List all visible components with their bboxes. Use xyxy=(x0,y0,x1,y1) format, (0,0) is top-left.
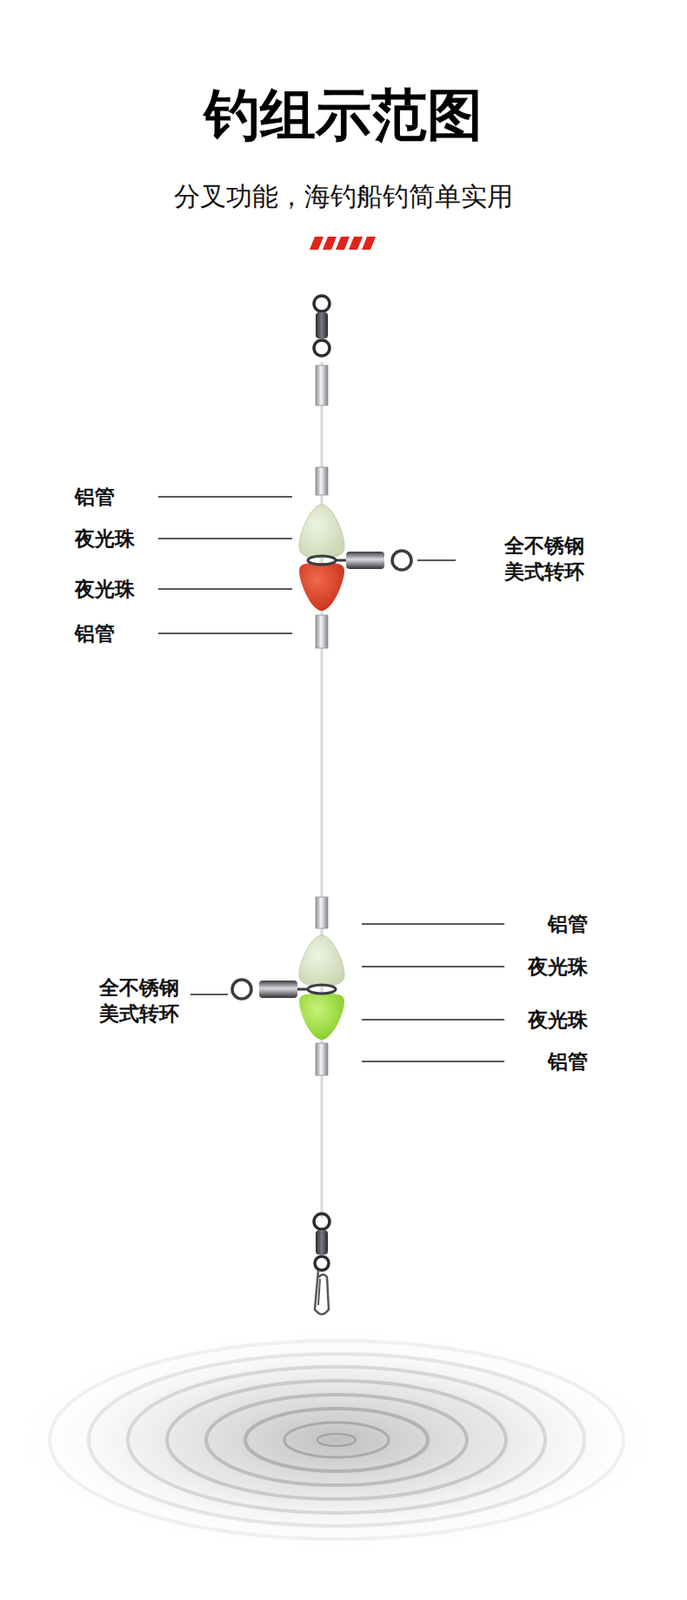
page-caption: 分叉功能，海钓船钓简单实用 xyxy=(0,179,687,214)
part-label: 铝管 xyxy=(547,1047,588,1074)
part-label: 夜光珠 xyxy=(74,575,135,602)
water-ripples xyxy=(10,1326,663,1553)
part-label: 铝管 xyxy=(74,620,115,647)
part-label: 夜光珠 xyxy=(527,953,588,980)
page-title: 钓组示范图 xyxy=(0,80,687,150)
part-label: 铝管 xyxy=(547,910,588,937)
part-label: 全不锈钢 美式转环 xyxy=(504,532,597,585)
aluminum-tube xyxy=(315,365,328,406)
branch-group-2 xyxy=(232,896,345,1075)
part-label: 全不锈钢 美式转环 xyxy=(99,973,192,1027)
part-label: 夜光珠 xyxy=(527,1006,588,1033)
leader-lines xyxy=(158,496,505,1061)
part-label: 夜光珠 xyxy=(74,525,135,552)
top-swivel xyxy=(313,295,330,356)
branch-group-1 xyxy=(299,466,412,648)
red-slashes xyxy=(309,236,376,250)
part-label: 铝管 xyxy=(74,483,115,510)
bottom-swivel-snap xyxy=(313,1213,330,1314)
